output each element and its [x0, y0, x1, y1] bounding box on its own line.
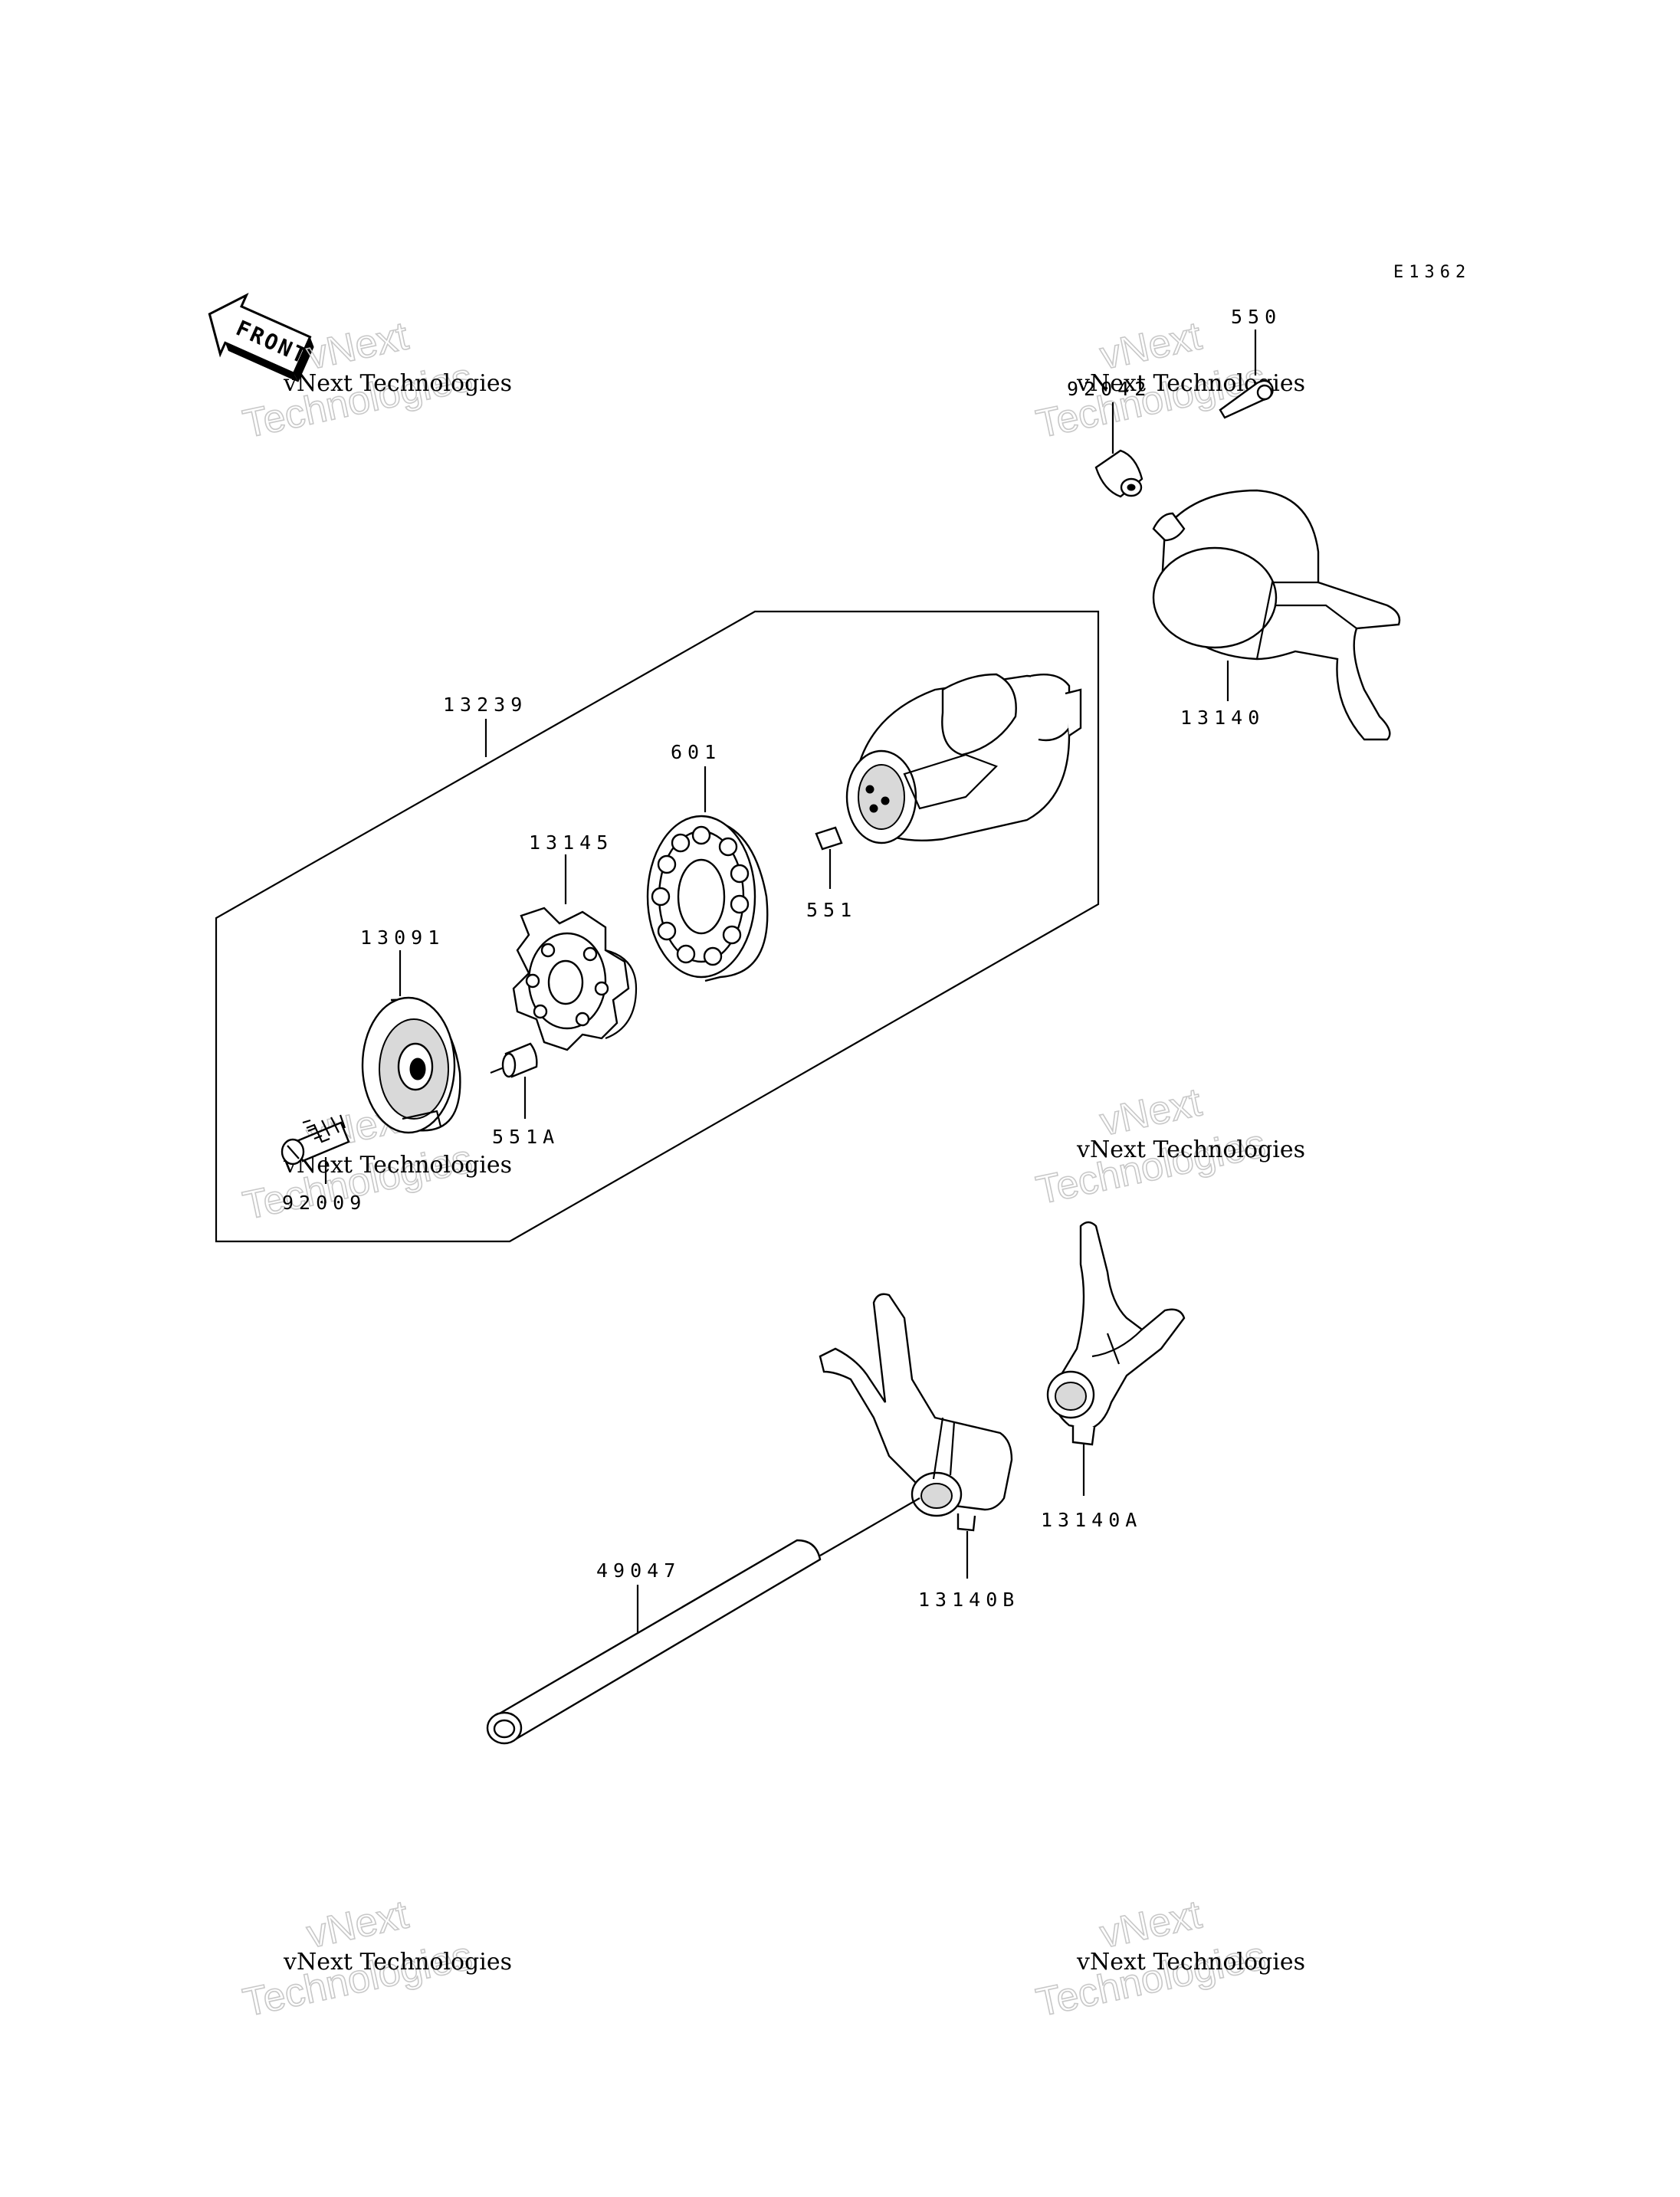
- label-13239: 13239: [443, 694, 527, 716]
- label-551A: 551A: [492, 1126, 559, 1148]
- watermark-text: vNext: [1096, 1892, 1206, 1956]
- part-13140-shift-fork: [1152, 489, 1401, 741]
- watermark-text: vNext: [1096, 1080, 1206, 1144]
- watermark-text: vNext Technologies: [1076, 1136, 1305, 1163]
- part-550-cotter-pin: [1219, 330, 1274, 419]
- watermark-text: vNext Technologies: [1076, 1949, 1305, 1976]
- label-601: 601: [671, 741, 721, 763]
- watermark-text: vNext Technologies: [283, 1152, 512, 1179]
- label-92042: 92042: [1067, 378, 1151, 400]
- part-13091-cam-plate: [361, 950, 461, 1134]
- part-92009-screw: [281, 1114, 350, 1184]
- diagram-code: E1362: [1393, 263, 1471, 282]
- watermark-text: vNext: [1096, 313, 1206, 378]
- label-13140B: 13140B: [918, 1589, 1019, 1611]
- watermark-text: vNext Technologies: [283, 370, 512, 397]
- part-601-bearing: [646, 766, 769, 982]
- watermark-text: vNext: [303, 1892, 412, 1956]
- label-13145: 13145: [529, 831, 613, 854]
- watermark: vNext Technologies vNext Technologies: [1032, 1892, 1305, 2026]
- watermark-text: vNext: [303, 313, 412, 378]
- label-13140: 13140: [1180, 707, 1265, 729]
- label-551: 551: [806, 899, 857, 921]
- assembly-outline: [215, 610, 1100, 1243]
- watermark: vNext Technologies vNext Technologies: [1032, 1080, 1305, 1214]
- part-13140A-shift-fork: [1046, 1221, 1186, 1496]
- watermark-text: vNext Technologies: [283, 1949, 512, 1976]
- label-550: 550: [1231, 306, 1281, 328]
- label-13091: 13091: [360, 926, 445, 949]
- label-92009: 92009: [282, 1192, 366, 1214]
- part-13140B-shift-fork: [819, 1293, 1013, 1579]
- part-49047-shaft: [486, 1497, 920, 1745]
- label-49047: 49047: [596, 1559, 681, 1582]
- part-shift-drum: [845, 673, 1082, 844]
- part-551A-pin: [490, 1042, 538, 1119]
- part-551-pin: [815, 826, 843, 889]
- bearing-balls: [651, 825, 750, 966]
- watermark: vNext Technologies vNext Technologies: [238, 1095, 512, 1229]
- watermark: vNext Technologies vNext Technologies: [238, 1892, 512, 2026]
- label-13140A: 13140A: [1041, 1509, 1142, 1531]
- part-13145-star-plate: [512, 854, 638, 1051]
- part-92042-pin: [1094, 402, 1144, 498]
